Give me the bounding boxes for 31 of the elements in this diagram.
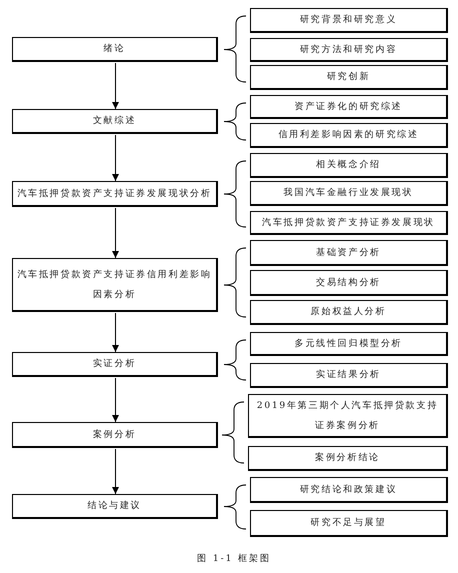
topic-box: 多元线性回归模型分析 [250, 332, 448, 356]
topic-box: 案例分析结论 [248, 446, 448, 471]
arrow [112, 312, 119, 352]
stage-box: 结论与建议 [12, 494, 218, 519]
arrow [112, 208, 119, 258]
topic-box: 交易结构分析 [250, 270, 448, 296]
topic-box: 研究背景和研究意义 [250, 8, 448, 33]
arrow [112, 134, 119, 182]
stage-box: 案例分析 [12, 422, 218, 448]
figure-caption: 图 1-1 框架图 [197, 552, 272, 565]
arrow [112, 62, 119, 110]
topic-box: 基础资产分析 [250, 240, 448, 266]
topic-box: 我国汽车金融行业发展现状 [250, 181, 448, 206]
topic-box: 研究创新 [250, 65, 448, 90]
topic-box: 汽车抵押贷款资产支持证券发展现状 [250, 211, 448, 235]
arrow [112, 448, 119, 494]
stage-box: 汽车抵押贷款资产支持证券信用利差影响因素分析 [12, 258, 218, 312]
stage-box: 实证分析 [12, 352, 218, 377]
topic-box: 2019年第三期个人汽车抵押贷款支持证券案例分析 [248, 394, 448, 438]
topic-box: 研究不足与展望 [250, 510, 448, 537]
arrow [112, 378, 119, 422]
topic-box: 实证结果分析 [250, 363, 448, 388]
topic-box: 信用利差影响因素的研究综述 [250, 123, 448, 148]
topic-box: 资产证券化的研究综述 [250, 95, 448, 119]
topic-box: 相关概念介绍 [250, 153, 448, 178]
stage-box: 汽车抵押贷款资产支持证券发展现状分析 [12, 181, 218, 207]
stage-box: 文献综述 [12, 109, 218, 134]
stage-box: 绪论 [12, 37, 218, 62]
topic-box: 研究方法和研究内容 [250, 38, 448, 62]
topic-box: 研究结论和政策建议 [250, 477, 448, 503]
topic-box: 原始权益人分析 [250, 300, 448, 325]
